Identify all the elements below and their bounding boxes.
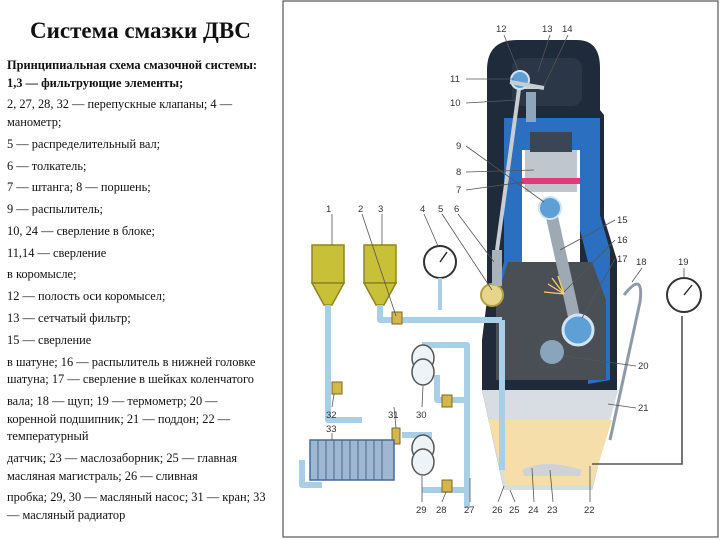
legend-item: Принципиальная схема смазочной системы: …: [7, 58, 258, 90]
legend-item: 13 — сетчатый фильтр;: [7, 311, 131, 325]
radiator-fins: [317, 440, 383, 480]
bypass-valve-30: [441, 394, 453, 408]
callout-11: 11: [450, 74, 460, 85]
callout-26: 26: [492, 505, 503, 516]
callout-22: 22: [584, 505, 595, 516]
legend-item: 10, 24 — сверление в блоке;: [7, 223, 155, 238]
oil-pump-upper-gear-b: [411, 358, 435, 386]
oil-pump-lower-gear-b: [411, 448, 435, 476]
tappet: [492, 250, 502, 286]
callout-12: 12: [496, 24, 507, 35]
legend-item: пробка; 29, 30 — масляный насос; 31 — кр…: [7, 490, 266, 522]
legend-item: 2, 27, 28, 32 — перепускные клапаны; 4 —…: [7, 97, 233, 129]
callout-9: 9: [456, 141, 461, 152]
legend-item: 7 — штанга; 8 — поршень;: [7, 180, 151, 195]
callout-23: 23: [547, 505, 558, 516]
callout-7: 7: [456, 185, 461, 196]
bypass-valve-32: [331, 381, 343, 395]
callout-6: 6: [454, 204, 459, 215]
legend-item: датчик; 23 — маслозаборник; 25 — главная…: [7, 450, 238, 483]
page-title: Система смазки ДВС: [30, 18, 251, 43]
callout-21: 21: [638, 403, 649, 414]
callout-25: 25: [509, 505, 520, 516]
callout-33: 33: [326, 424, 337, 435]
callout-14: 14: [562, 24, 573, 35]
piston-ring: [522, 178, 580, 184]
callout-1: 1: [326, 204, 331, 215]
legend-item: в коромысле;: [7, 267, 77, 282]
crank-journal: [561, 313, 595, 347]
callout-32: 32: [326, 410, 337, 421]
legend-item: 15 — сверление: [7, 332, 92, 347]
callout-4: 4: [420, 204, 425, 215]
legend-item: 11,14 — сверление: [7, 245, 107, 260]
legend-item: в шатуне; 16 — распылитель в нижней голо…: [7, 354, 256, 387]
bypass-valve-28: [441, 479, 453, 493]
callout-24: 24: [528, 505, 539, 516]
filter-element-3: [363, 244, 397, 284]
callout-30: 30: [416, 410, 427, 421]
callout-28: 28: [436, 505, 447, 516]
bypass-valve-2: [391, 311, 403, 325]
cylinder-head: [530, 132, 572, 152]
callout-leaders: [331, 34, 685, 503]
figure-frame: [282, 0, 719, 538]
legend-item: 12 — полость оси коромысел;: [7, 289, 166, 304]
camshaft: [480, 283, 504, 307]
oil-spray: [543, 275, 565, 295]
oil-radiator: [309, 439, 395, 481]
callout-13: 13: [542, 24, 553, 35]
callout-19: 19: [678, 257, 689, 268]
legend-item: 5 — распределительный вал;: [7, 136, 161, 151]
callout-29: 29: [416, 505, 427, 516]
oil-lines: [299, 305, 505, 508]
oil-pickup: [522, 464, 582, 476]
callout-5: 5: [438, 204, 443, 215]
callout-10: 10: [450, 98, 461, 109]
callout-31: 31: [388, 410, 399, 421]
lubrication-diagram: 1 2 3 4 5 6 7 8 9 10 11 12 13 14 15 16 1…: [282, 0, 720, 540]
callout-20: 20: [638, 361, 649, 372]
oil-sump: [488, 420, 612, 485]
crankcase: [496, 262, 606, 380]
push-rod: [495, 81, 522, 251]
callout-27: 27: [464, 505, 475, 516]
main-bearing: [540, 340, 564, 364]
rocker-arm: [509, 80, 545, 90]
callout-17: 17: [617, 254, 628, 265]
callout-2: 2: [358, 204, 363, 215]
legend-item: 9 — распылитель;: [7, 202, 103, 217]
connecting-rod: [544, 202, 583, 336]
piston-pin: [538, 196, 562, 220]
filter-element-1: [311, 244, 345, 284]
callout-8: 8: [456, 167, 461, 178]
callout-3: 3: [378, 204, 383, 215]
legend: Принципиальная схема смазочной системы: …: [7, 57, 269, 529]
callout-15: 15: [617, 215, 628, 226]
dipstick: [608, 282, 643, 441]
legend-item: 6 — толкатель;: [7, 158, 87, 173]
callout-18: 18: [636, 257, 647, 268]
callout-16: 16: [617, 235, 628, 246]
thermometer-line: [592, 316, 683, 465]
coolant-jacket: [496, 118, 610, 384]
valve-spring: [526, 92, 536, 122]
legend-item: вала; 18 — щуп; 19 — термометр; 20 — кор…: [7, 393, 231, 444]
piston: [525, 150, 577, 192]
